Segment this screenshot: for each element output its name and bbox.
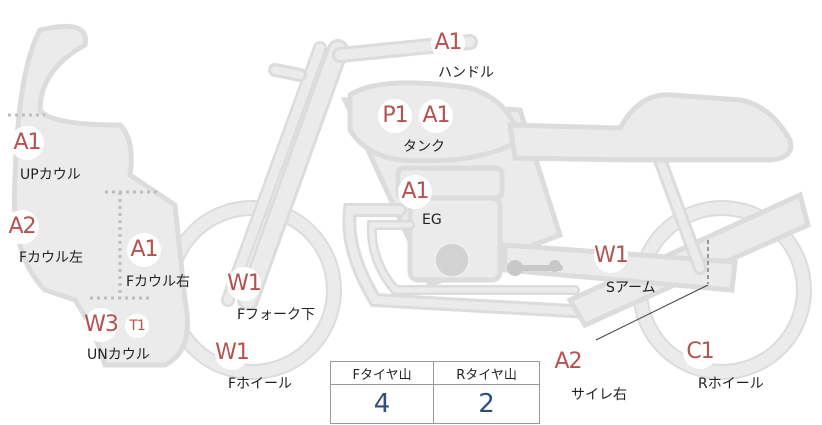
tire-tread-table: Fタイヤ山 Rタイヤ山 4 2 bbox=[329, 361, 540, 424]
f-fork-lower-code: W1 bbox=[227, 267, 262, 301]
f-cowl-right-code: A1 bbox=[127, 233, 161, 267]
silencer-right-label: サイレ右 bbox=[571, 387, 627, 403]
f-cowl-right-label: Fカウル右 bbox=[126, 274, 191, 290]
rear-tire-value: 2 bbox=[433, 384, 540, 424]
un-cowl-label: UNカウル bbox=[87, 347, 150, 363]
front-tire-value: 4 bbox=[329, 384, 435, 424]
r-wheel-code: C1 bbox=[683, 335, 717, 369]
un-cowl-subcode: T1 bbox=[125, 314, 149, 338]
f-wheel-code: W1 bbox=[215, 336, 250, 370]
f-cowl-left-code: A2 bbox=[5, 210, 39, 244]
r-wheel-label: Rホイール bbox=[698, 376, 764, 392]
silencer-right-code: A2 bbox=[551, 345, 585, 379]
f-cowl-left-label: Fカウル左 bbox=[19, 250, 84, 266]
f-fork-lower-label: Fフォーク下 bbox=[237, 307, 316, 323]
up-cowl-label: UPカウル bbox=[20, 167, 81, 183]
s-arm-label: Sアーム bbox=[606, 280, 656, 296]
s-arm-code: W1 bbox=[594, 239, 629, 273]
table-header-row: Fタイヤ山 Rタイヤ山 bbox=[329, 361, 540, 385]
tank-code-1: P1 bbox=[378, 99, 412, 133]
f-wheel-label: Fホイール bbox=[228, 376, 293, 392]
front-tire-header: Fタイヤ山 bbox=[329, 361, 435, 385]
tank-label: タンク bbox=[403, 139, 445, 155]
up-cowl-code: A1 bbox=[10, 126, 44, 160]
silencer-leader-line bbox=[595, 284, 709, 341]
table-row: 4 2 bbox=[329, 384, 540, 424]
handle-code: A1 bbox=[431, 26, 465, 60]
tank-code-2: A1 bbox=[419, 99, 453, 133]
rear-tire-header: Rタイヤ山 bbox=[433, 361, 540, 385]
engine-label: EG bbox=[422, 212, 442, 228]
handle-label: ハンドル bbox=[438, 65, 494, 81]
engine-code: A1 bbox=[398, 175, 432, 209]
un-cowl-code: W3 bbox=[84, 308, 119, 342]
